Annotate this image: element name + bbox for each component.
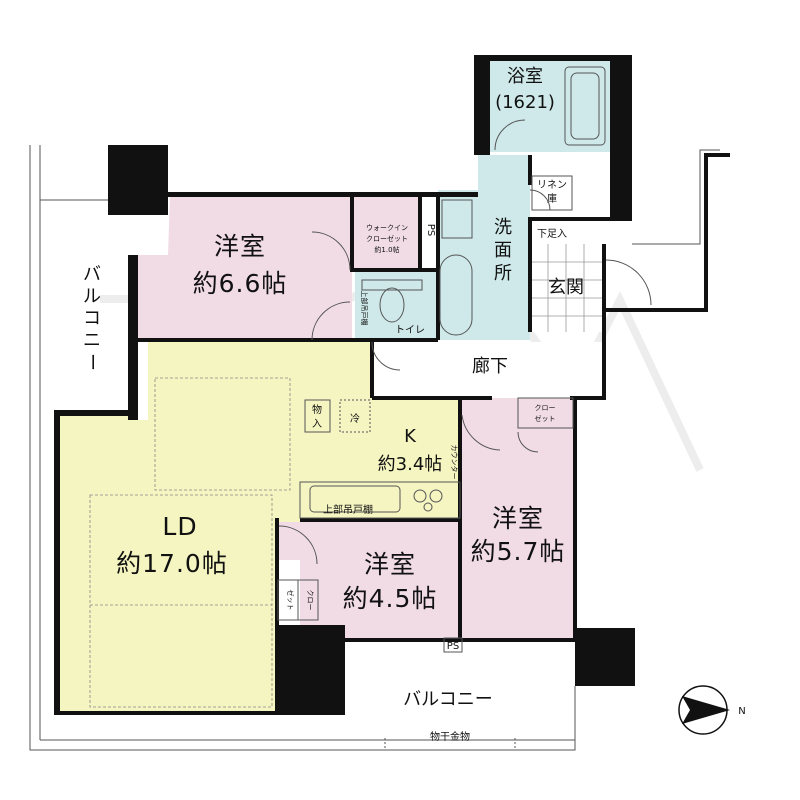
ld-floor	[60, 342, 460, 715]
linen-line2: 庫	[547, 192, 557, 205]
western-a-floor	[138, 195, 352, 340]
balcony-left-c1: バ	[83, 264, 101, 285]
sink	[309, 485, 401, 513]
balcony-left-c3: コ	[83, 308, 101, 329]
western-c-name: 洋室	[364, 550, 416, 579]
living-size: 約17.0帖	[116, 549, 228, 578]
floor-patterns	[89, 377, 291, 708]
toilet-label: トイレ	[395, 325, 425, 336]
balcony-bottom: バルコニー	[403, 689, 493, 710]
walkin-floor	[352, 195, 420, 270]
kitchen-name: K	[404, 426, 417, 447]
western-b-size: 約5.7帖	[471, 537, 566, 566]
fixtures	[277, 66, 606, 748]
kitchen-counter	[299, 481, 461, 519]
drying-label: 物干金物	[430, 730, 470, 743]
bath-floor	[490, 60, 610, 152]
counter-label: カウンター	[450, 445, 459, 480]
wash-char3: 所	[494, 263, 512, 284]
ps-bottom: PS	[447, 641, 459, 652]
shoe-storage: 下足入	[537, 228, 567, 240]
wash-floor	[438, 155, 530, 340]
storage-c2: 入	[312, 419, 322, 430]
western-b-floor	[460, 398, 575, 640]
exterior-right	[606, 153, 730, 312]
compass-north-label: N	[738, 706, 745, 717]
bathtub	[564, 66, 606, 146]
wash-char2: 面	[494, 240, 512, 261]
toilet-floor	[355, 272, 437, 340]
living-name: LD	[162, 512, 197, 541]
kitchen-size: 約3.4帖	[378, 454, 443, 475]
entry-label: 玄関	[548, 277, 584, 298]
balcony-left-c5: ー	[81, 353, 102, 371]
storage-c1: 物	[312, 403, 322, 416]
walkin-line1: ウォークイン	[366, 224, 408, 232]
bath-size: (1621)	[495, 92, 555, 113]
fridge-label: 冷	[350, 412, 360, 425]
wash-basin	[441, 199, 473, 239]
western-c-floor	[275, 522, 460, 640]
walkin-line2: クローゼット	[366, 234, 408, 243]
western-a-name: 洋室	[214, 232, 266, 261]
upper-cabinet: 上部吊戸棚	[323, 503, 373, 516]
wash-char1: 洗	[494, 217, 512, 238]
western-a-size: 約6.6帖	[193, 269, 288, 298]
walkin-line3: 約1.0帖	[374, 245, 399, 254]
compass: N	[678, 685, 746, 735]
corridor-label: 廊下	[472, 356, 508, 377]
closet-small-line2: ゼット	[286, 590, 295, 611]
closet-right-line2: ゼット	[535, 414, 556, 423]
closet-small-line1: クロー	[306, 590, 314, 611]
entry-tiles	[530, 244, 602, 332]
room-fills	[60, 60, 610, 715]
closet-right-line1: クロー	[535, 404, 556, 412]
bath-name: 浴室	[507, 66, 543, 87]
compass-arrow-icon	[682, 696, 730, 724]
ps-top: PS	[425, 224, 436, 236]
toilet-bowl	[379, 287, 405, 323]
western-c-size: 約4.5帖	[343, 584, 438, 613]
door-swings	[278, 119, 652, 565]
corridor-floor	[372, 342, 602, 398]
linen-line1: リネン	[537, 179, 567, 191]
stove-burner	[413, 489, 427, 503]
western-b-name: 洋室	[492, 504, 544, 533]
walls	[54, 55, 635, 715]
balcony-left-c4: ニ	[83, 330, 101, 351]
toilet-shelf: 上部吊戸棚	[360, 291, 369, 326]
balcony-outlines	[29, 145, 720, 751]
balcony-left-c2: ル	[83, 286, 101, 307]
